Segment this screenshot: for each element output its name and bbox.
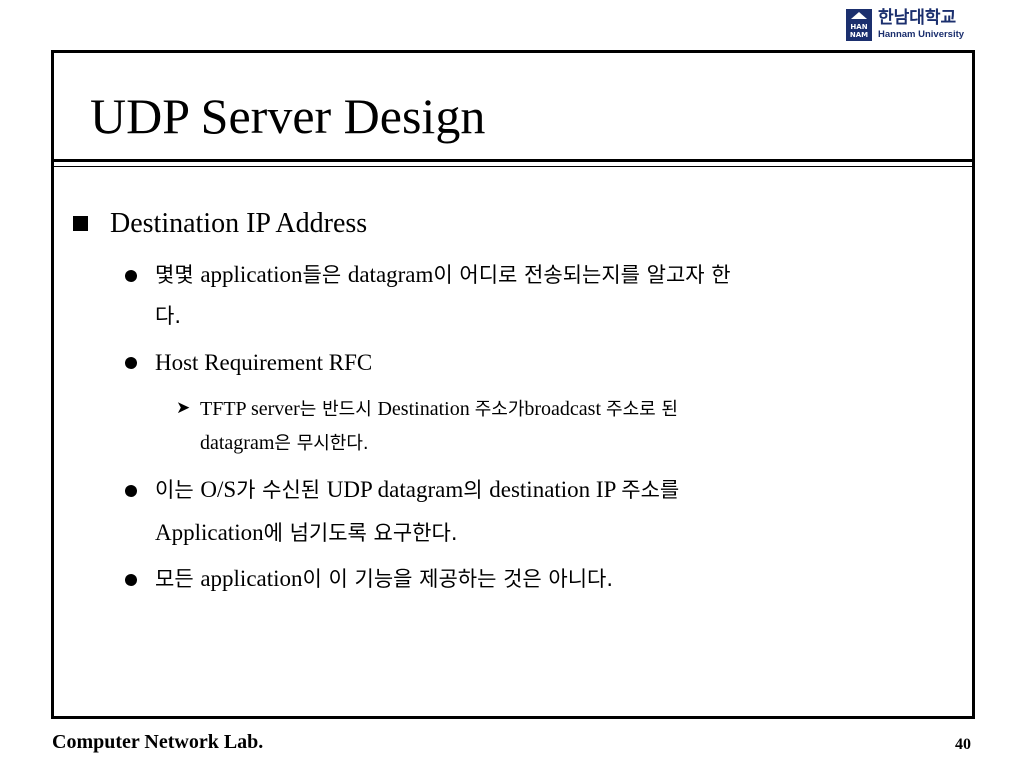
hannam-emblem-icon: HAN NAM xyxy=(846,9,872,41)
bullet-destination-ip: Destination IP Address xyxy=(110,208,368,239)
square-bullet-icon xyxy=(73,216,88,231)
round-bullet-icon xyxy=(125,574,137,586)
bullet-os-udp-datagram: 이는 O/S가 수신된 UDP datagram의 destination IP… xyxy=(155,477,680,502)
round-bullet-icon xyxy=(125,270,137,282)
sub-bullet-tftp: TFTP server는 반드시 Destination 주소가broadcas… xyxy=(200,398,678,420)
round-bullet-icon xyxy=(125,485,137,497)
sub-bullet-tftp-cont: datagram은 무시한다. xyxy=(200,432,369,454)
bullet-host-requirement: Host Requirement RFC xyxy=(155,350,373,375)
title-divider-thin xyxy=(54,166,972,167)
slide-frame: UDP Server Design Destination IP Address… xyxy=(51,50,975,719)
bullet-application-datagram: 몇몇 application들은 datagram이 어디로 전송되는지를 알고… xyxy=(155,262,731,287)
page-number: 40 xyxy=(955,736,971,753)
bullet-not-all-applications: 모든 application이 이 기능을 제공하는 것은 아니다. xyxy=(155,566,614,591)
title-divider-thick xyxy=(54,159,972,162)
svg-text:NAM: NAM xyxy=(850,31,868,39)
svg-text:HAN: HAN xyxy=(850,23,867,31)
footer-lab-name: Computer Network Lab. xyxy=(52,731,264,753)
bullet-application-datagram-cont: 다. xyxy=(155,304,181,328)
bullet-os-udp-datagram-cont: Application에 넘기도록 요구한다. xyxy=(155,520,458,545)
logo-korean-name: 한남대학교 xyxy=(878,8,957,29)
round-bullet-icon xyxy=(125,357,137,369)
slide-title: UDP Server Design xyxy=(90,88,486,144)
university-logo: HAN NAM 한남대학교 Hannam University xyxy=(846,8,982,42)
logo-english-name: Hannam University xyxy=(878,29,965,41)
arrowhead-bullet-icon: ➤ xyxy=(176,398,191,418)
